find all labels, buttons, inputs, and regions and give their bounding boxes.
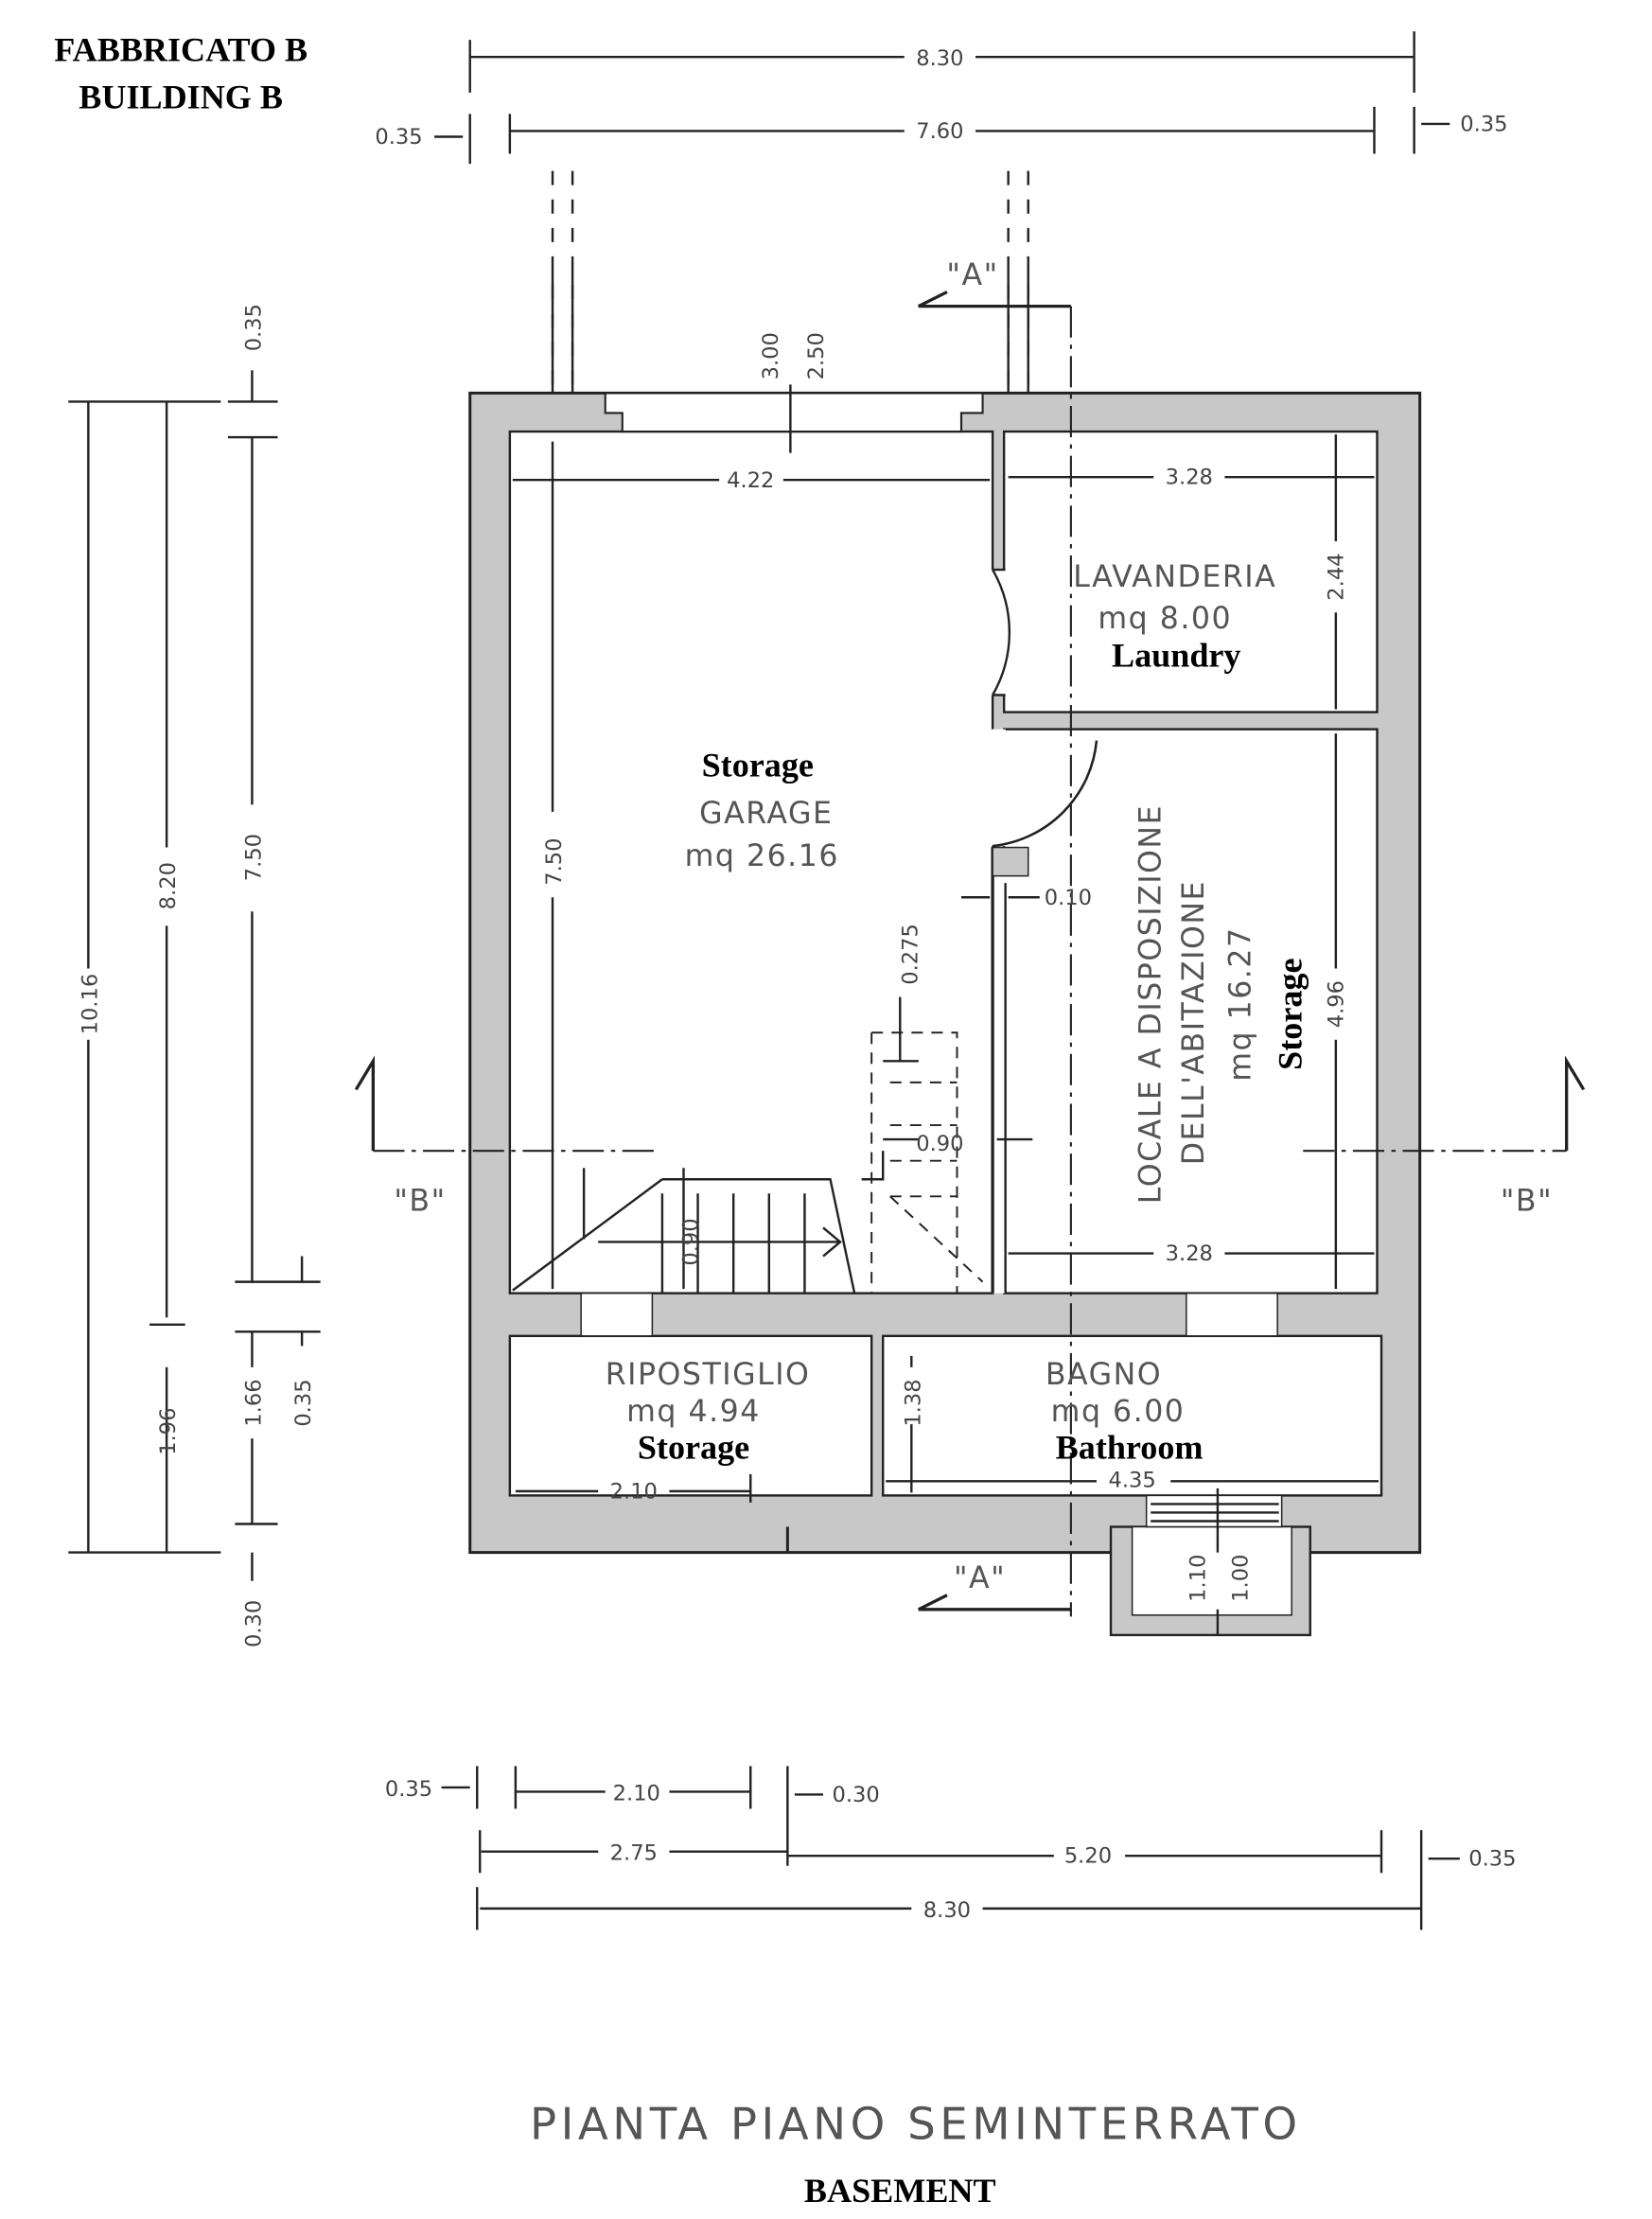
section-b-right: "B" (1501, 1184, 1553, 1218)
dim-laundry-w: 3.28 (1166, 466, 1213, 490)
lavanderia-translation: Laundry (1112, 636, 1240, 674)
dim-bot-030: 0.30 (832, 1783, 879, 1807)
locale-name: LOCALE A DISPOSIZIONE (1134, 804, 1169, 1204)
dim-locale-h: 4.96 (1324, 980, 1348, 1028)
section-a-bottom: "A" (954, 1561, 1006, 1595)
garage-opening (604, 392, 984, 433)
dim-left-035a: 0.35 (241, 304, 266, 351)
garage-name: GARAGE (699, 797, 833, 831)
dim-stair-step: 0.275 (898, 924, 923, 985)
ripostiglio-area: mq 4.94 (626, 1395, 761, 1429)
garage-area: mq 26.16 (685, 839, 839, 873)
locale-area: mq 16.27 (1224, 926, 1258, 1081)
dim-left-196: 1.96 (156, 1408, 181, 1455)
lavanderia-area: mq 8.00 (1098, 602, 1232, 636)
dim-top-inner: 7.60 (916, 119, 963, 144)
bagno-translation: Bathroom (1056, 1428, 1204, 1466)
dim-bot-210: 2.10 (613, 1781, 660, 1805)
dim-left-035b: 0.35 (291, 1379, 316, 1426)
dim-stair-w2: 0.90 (679, 1218, 704, 1265)
dim-left-750: 7.50 (241, 834, 266, 881)
dim-garage-h: 7.50 (542, 837, 567, 885)
staircase (512, 1031, 984, 1294)
room-bagno (882, 1334, 1383, 1497)
dim-top-right-wall: 0.35 (1460, 112, 1507, 136)
dim-bath-w: 4.35 (1108, 1468, 1155, 1492)
dim-bot-520: 5.20 (1064, 1844, 1112, 1869)
ripostiglio-name: RIPOSTIGLIO (606, 1358, 811, 1392)
lavanderia-name: LAVANDERIA (1073, 560, 1276, 594)
garage-translation: Storage (702, 746, 814, 784)
section-b-left: "B" (394, 1184, 446, 1218)
dim-bot-830: 8.30 (923, 1898, 971, 1923)
building-title: FABBRICATO B (54, 31, 308, 69)
dim-well-h2: 1.00 (1229, 1555, 1254, 1602)
dim-bot-035r: 0.35 (1468, 1847, 1516, 1872)
dim-bath-h: 1.38 (901, 1379, 925, 1426)
room-ripostiglio (508, 1334, 873, 1497)
locale-translation: Storage (1272, 958, 1309, 1069)
window (580, 1292, 654, 1337)
dim-top-left-wall: 0.35 (375, 125, 422, 150)
bagno-area: mq 6.00 (1051, 1395, 1186, 1429)
dim-well-h1: 1.10 (1186, 1555, 1210, 1602)
dim-stair-w1: 0.90 (916, 1132, 963, 1156)
dim-locale-w: 3.28 (1166, 1242, 1213, 1266)
building-title-en: BUILDING B (79, 78, 283, 115)
dim-garage-w: 4.22 (727, 468, 774, 493)
room-locale (1002, 728, 1379, 1294)
bagno-name: BAGNO (1046, 1358, 1162, 1392)
dim-opening-h1: 3.00 (759, 332, 783, 379)
plan-title-en: BASEMENT (804, 2172, 996, 2210)
plan-title: PIANTA PIANO SEMINTERRATO (530, 2100, 1302, 2151)
ripostiglio-translation: Storage (638, 1428, 749, 1466)
dim-top-total: 8.30 (916, 46, 963, 71)
window (1186, 1292, 1278, 1337)
section-a-top: "A" (946, 258, 998, 292)
dim-bot-275: 2.75 (610, 1841, 658, 1866)
dim-partition: 0.10 (1045, 886, 1092, 910)
dim-laundry-h: 2.44 (1324, 553, 1348, 600)
locale-name2: DELL'ABITAZIONE (1177, 880, 1211, 1165)
dim-bot-035: 0.35 (385, 1777, 432, 1802)
dim-opening-h2: 2.50 (804, 332, 829, 379)
dim-left-820: 8.20 (156, 862, 181, 909)
dim-left-total: 10.16 (78, 974, 102, 1035)
garage-partition-lower (991, 847, 1006, 1294)
dim-left-166: 1.66 (241, 1379, 266, 1426)
dim-rip-w: 2.10 (610, 1479, 658, 1504)
dim-left-030: 0.30 (241, 1600, 266, 1647)
room-garage (508, 430, 994, 1294)
